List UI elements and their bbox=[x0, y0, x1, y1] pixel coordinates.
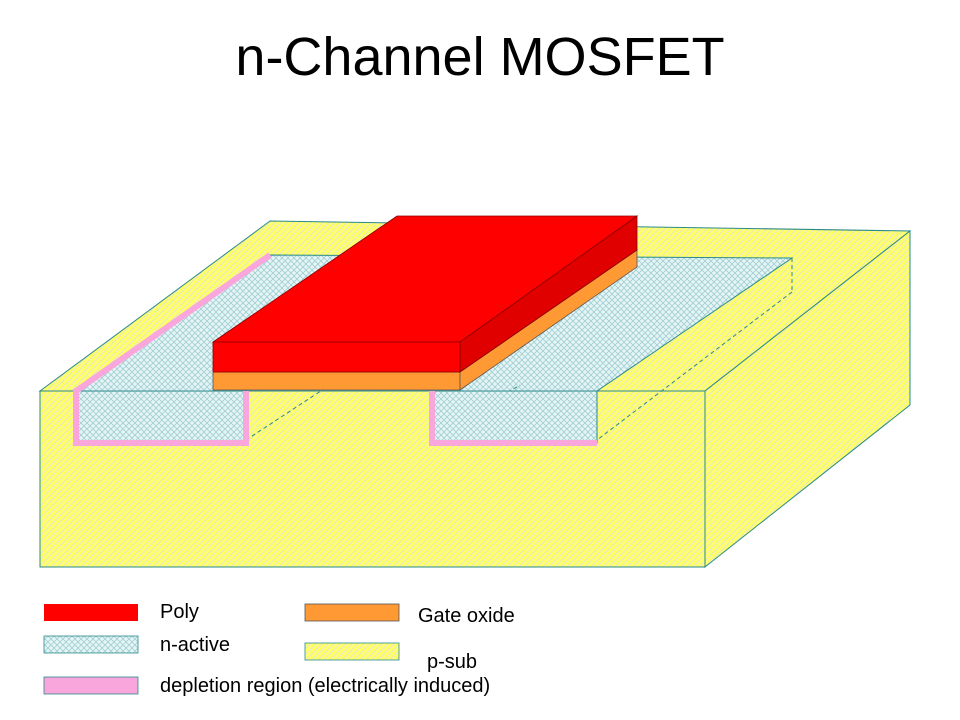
n-active-well-drain bbox=[429, 390, 598, 444]
slide-title: n-Channel MOSFET bbox=[235, 27, 725, 87]
legend-swatch-gate-oxide bbox=[304, 603, 400, 622]
poly-gate-front bbox=[212, 341, 461, 373]
legend-label-gate-oxide: Gate oxide bbox=[418, 605, 515, 627]
legend-label-n-active: n-active bbox=[160, 634, 231, 656]
n-active-well-source bbox=[77, 390, 247, 444]
legend-swatch-depletion bbox=[43, 676, 139, 695]
legend-swatch-poly bbox=[44, 604, 138, 621]
legend-swatch-p-sub bbox=[304, 642, 400, 661]
legend-label-poly: Poly bbox=[160, 601, 199, 623]
depletion-region bbox=[73, 252, 597, 446]
legend-label-depletion: depletion region (electrically induced) bbox=[160, 675, 491, 697]
legend-swatch-n-active bbox=[43, 635, 139, 654]
gate-oxide-front bbox=[212, 371, 461, 391]
legend-label-p-sub: p-sub bbox=[427, 651, 478, 673]
